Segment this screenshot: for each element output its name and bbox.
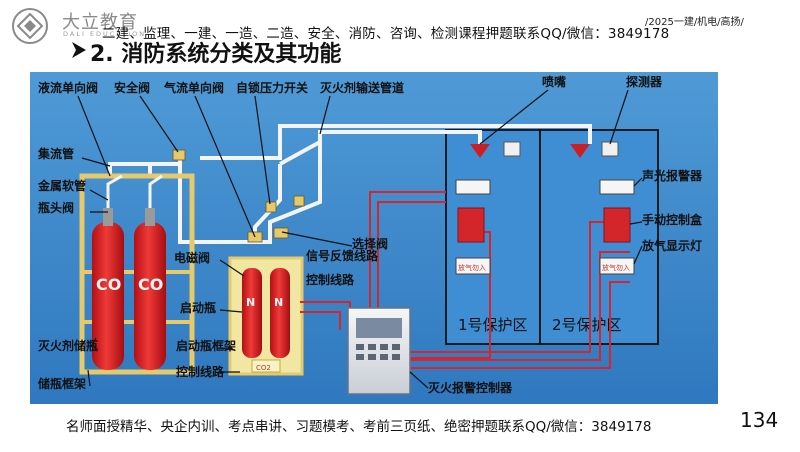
logo-subtext: DALI EDUCATION [63, 30, 147, 38]
svg-text:CO: CO [96, 275, 121, 294]
label-bottle-rack: 储瓶框架 [38, 376, 86, 391]
svg-text:放气勿入: 放气勿入 [602, 263, 630, 272]
starter-rack-frame [228, 256, 304, 376]
co2-bottle-a: CO [92, 208, 124, 370]
discharge-lamp-zone1 [455, 257, 491, 275]
zone2-label: 2号保护区 [552, 316, 622, 334]
label-starter-rack: 启动瓶框架 [176, 338, 236, 353]
pressure-switch-1-shape [265, 201, 277, 213]
course-tag: /2025一建/机电/高扬/ [645, 17, 744, 28]
label-pressure-switch: 自锁压力开关 [236, 80, 308, 95]
label-safety-valve: 安全阀 [114, 80, 150, 95]
label-audible-visual-alarm: 声光报警器 [641, 168, 703, 183]
zone1-label: 1号保护区 [458, 316, 528, 334]
label-selector-valve: 选择阀 [352, 236, 388, 251]
metal-hose-a [106, 174, 123, 208]
title-arrow-icon [72, 42, 86, 58]
alarm-zone1 [455, 179, 491, 195]
label-manifold: 集流管 [37, 146, 74, 161]
manual-box-zone1 [457, 207, 485, 243]
manual-box-zone2 [603, 207, 631, 243]
label-discharge-lamp: 放气显示灯 [641, 238, 702, 253]
label-agent-pipe: 灭火剂输送管道 [319, 80, 404, 95]
detector-zone1 [503, 141, 521, 157]
label-agent-bottle: 灭火剂储瓶 [37, 338, 98, 353]
n2-bottle-a: N [242, 268, 262, 358]
logo-name: 大立教育 [62, 12, 138, 33]
co2-bottle-b: CO [134, 208, 166, 370]
starter-rack-label: CO2 [256, 364, 271, 372]
nozzle-zone1 [470, 144, 490, 158]
label-alarm-controller: 灭火报警控制器 [427, 380, 513, 395]
nozzle-zone2 [570, 144, 590, 158]
label-nozzle: 喷嘴 [542, 74, 566, 89]
leader-lines [77, 89, 643, 389]
n2-bottle-b: N [270, 268, 290, 358]
pressure-switch-2-shape [293, 195, 305, 207]
metal-hose-b [148, 174, 163, 208]
safety-valve-shape [172, 149, 186, 161]
svg-text:放气勿入: 放气勿入 [458, 263, 486, 272]
footer-contact: 名师面授精华、央企内训、考点串讲、习题模考、考前三页纸、绝密押题联系QQ/微信：… [66, 419, 652, 435]
page-number: 134 [740, 408, 779, 432]
svg-text:N: N [274, 296, 283, 309]
discharge-lamp-zone2 [599, 257, 635, 275]
alarm-zone2 [599, 179, 635, 195]
label-detector: 探测器 [626, 74, 663, 89]
label-bottle-valve: 瓶头阀 [38, 200, 74, 215]
label-gas-check-valve: 气流单向阀 [163, 80, 224, 95]
svg-text:N: N [246, 296, 255, 309]
label-manual-control-box: 手动控制盒 [642, 212, 703, 227]
label-starter-bottle: 启动瓶 [180, 300, 216, 315]
fire-suppression-system-diagram: 1号保护区 2号保护区 CO CO N N [30, 72, 718, 404]
label-feedback-line: 信号反馈线路 [306, 248, 379, 263]
label-liquid-check-valve: 液流单向阀 [38, 80, 98, 95]
label-control-line-2: 控制线路 [176, 364, 225, 379]
label-metal-hose: 金属软管 [37, 178, 86, 193]
svg-text:CO: CO [138, 275, 163, 294]
page-title: 2. 消防系统分类及其功能 [90, 42, 342, 67]
label-solenoid-valve: 电磁阀 [174, 250, 210, 265]
label-control-line: 控制线路 [306, 272, 355, 287]
detector-zone2 [601, 141, 619, 157]
contact-banner: 二建、监理、一建、一造、二造、安全、消防、咨询、检测课程押题联系QQ/微信：38… [102, 26, 670, 42]
dali-logo-icon [12, 8, 48, 44]
